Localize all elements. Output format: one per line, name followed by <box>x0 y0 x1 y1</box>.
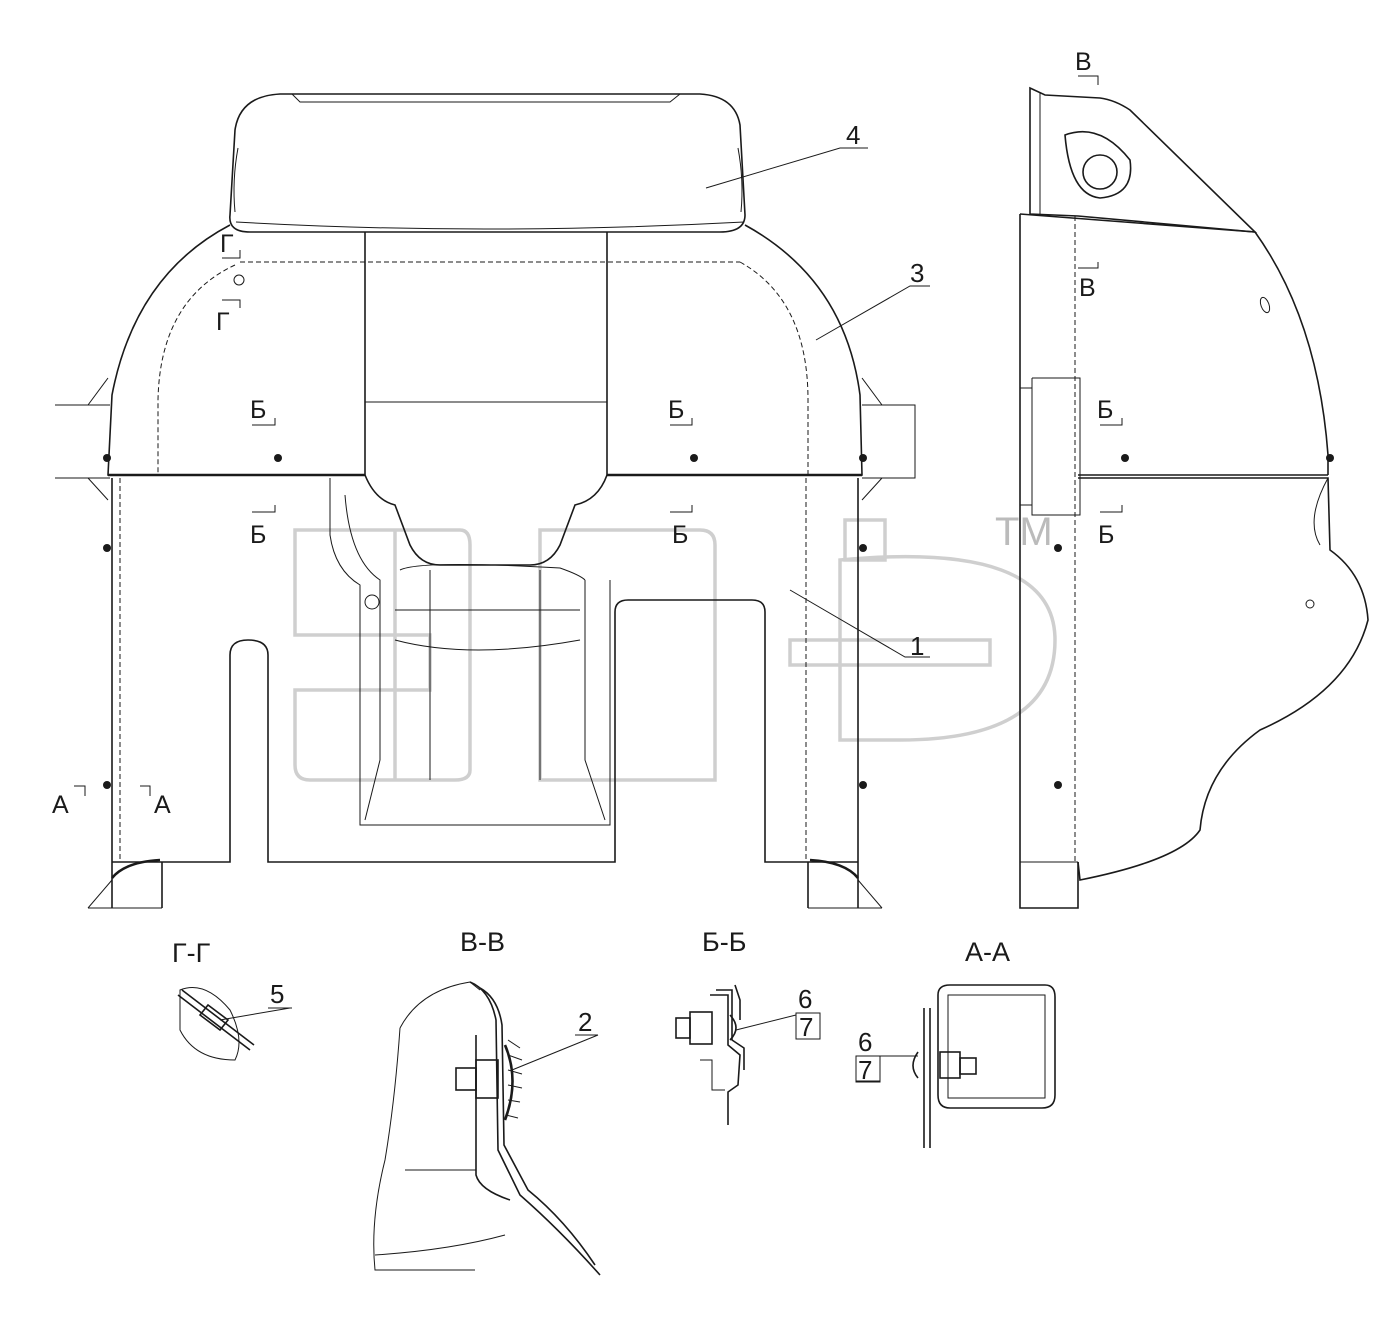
cut-b-mid-bottom: Б <box>672 521 688 549</box>
cut-a-left: А <box>52 791 69 819</box>
part-3-upper-arch <box>107 224 863 477</box>
side-view <box>1019 86 1369 909</box>
section-title-vv: В-В <box>460 927 505 957</box>
callout-5: 5 <box>270 979 284 1009</box>
watermark-tm: TM <box>995 510 1053 554</box>
cut-b-left-top: Б <box>250 396 266 424</box>
callout-7-aa: 7 <box>858 1055 872 1085</box>
cut-b-side-top: Б <box>1097 396 1113 424</box>
cut-a-right: А <box>154 791 171 819</box>
section-gg <box>177 987 291 1061</box>
callout-2: 2 <box>578 1007 592 1037</box>
callout-leaders <box>268 147 930 1036</box>
section-title-aa: А-А <box>965 937 1010 967</box>
watermark-logo: TM <box>293 510 1057 782</box>
frame-tubes <box>55 377 916 909</box>
cut-b-mid-top: Б <box>668 396 684 424</box>
cut-v-top: В <box>1075 48 1092 76</box>
callout-4: 4 <box>846 120 860 150</box>
section-vv <box>373 981 601 1276</box>
cut-b-left-bottom: Б <box>250 521 266 549</box>
cut-b-side-bottom: Б <box>1098 521 1114 549</box>
fastener-dots <box>103 274 867 789</box>
callout-3: 3 <box>910 258 924 288</box>
section-title-gg: Г-Г <box>172 938 211 968</box>
cut-g-bottom: Г <box>216 308 230 336</box>
part-4-top-cover <box>229 93 746 233</box>
cut-v-bottom: В <box>1079 274 1096 302</box>
section-aa <box>855 984 1056 1148</box>
part-1-lower-shroud <box>110 474 860 908</box>
callout-6-bb: 6 <box>798 984 812 1014</box>
section-titles: Г-Г В-В Б-Б А-А <box>172 927 1010 968</box>
cut-mark-letters: Г Г Б Б Б Б Б Б В В А А <box>52 48 1114 819</box>
section-title-bb: Б-Б <box>702 927 746 957</box>
cut-g-top: Г <box>220 230 234 258</box>
callout-7-bb: 7 <box>799 1012 813 1042</box>
cut-arrows <box>74 75 1123 796</box>
section-bb <box>675 984 821 1125</box>
callout-1: 1 <box>910 631 924 661</box>
front-view <box>55 93 916 909</box>
callout-numbers: 4 3 1 5 2 6 7 6 7 <box>270 120 924 1085</box>
callout-6-aa: 6 <box>858 1027 872 1057</box>
